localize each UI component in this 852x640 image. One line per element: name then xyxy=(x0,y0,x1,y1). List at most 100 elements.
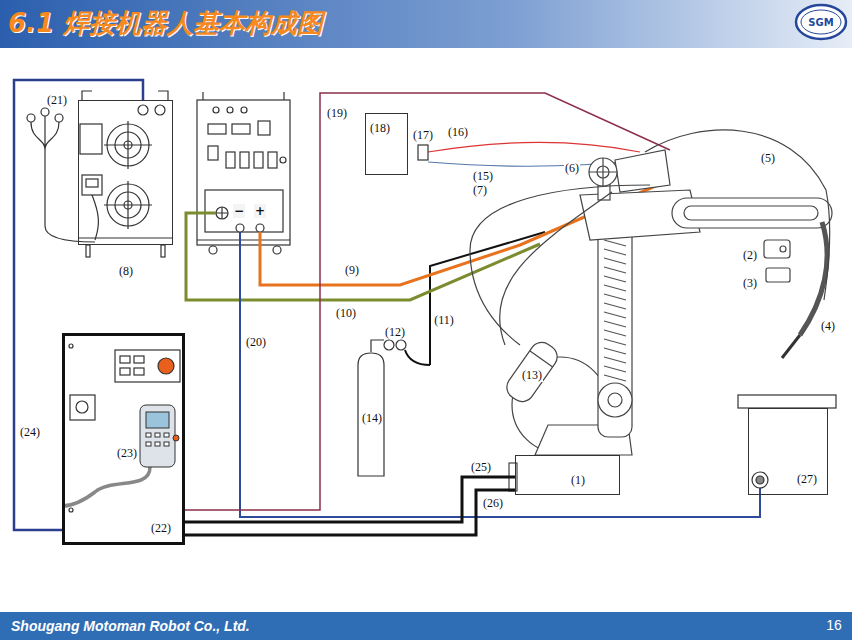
positioner-box: (27) xyxy=(748,408,828,495)
robot-arm-part xyxy=(645,130,830,300)
teach-pendant-part xyxy=(140,405,175,467)
callout-number: (2) xyxy=(742,248,758,262)
cable-coil xyxy=(604,330,626,336)
welding-power-source-part xyxy=(258,121,270,135)
cable-coil xyxy=(604,303,626,309)
welding-power-source-part xyxy=(213,107,219,113)
teach-pendant xyxy=(62,405,179,506)
positioner-inlet-part xyxy=(756,476,764,484)
robot-arm xyxy=(470,130,832,491)
control-cabinet-detail-part xyxy=(69,508,73,512)
callout-number: (18) xyxy=(369,121,391,135)
cable-coil xyxy=(604,276,626,282)
teach-pendant-part xyxy=(62,467,150,506)
welding-torch-cable-part xyxy=(27,114,35,122)
cable-coil xyxy=(604,321,626,327)
cylinder-body xyxy=(358,353,384,476)
control-cabinet-detail-part xyxy=(69,344,73,348)
robot-arm-part xyxy=(684,206,818,220)
control-cabinet-detail-part xyxy=(70,395,95,420)
slide-title: 6.1 焊接机器人基本构成图 xyxy=(8,6,323,40)
cable-coil xyxy=(604,249,626,255)
cable-coil xyxy=(604,312,626,318)
remote-box: (18) xyxy=(365,113,408,175)
welding-torch-cable-part xyxy=(55,114,63,122)
robot-arm-part xyxy=(782,335,800,358)
callout-number: (23) xyxy=(116,446,138,460)
wire-feeder-cabinet-part xyxy=(104,181,152,229)
control-cabinet-detail-part xyxy=(134,356,144,363)
welding-torch-cable-part xyxy=(31,116,95,242)
callout-number: (6) xyxy=(564,161,580,175)
callout-number: (26) xyxy=(482,496,504,510)
control-cabinet-detail-part xyxy=(134,368,144,375)
robot-arm-part xyxy=(598,383,632,417)
welding-power-source-part xyxy=(216,207,228,219)
wires-part xyxy=(185,93,670,510)
welding-power-source-part xyxy=(209,246,217,254)
page-number: 16 xyxy=(825,617,843,633)
robot-arm-part xyxy=(589,158,617,186)
callout-number: (22) xyxy=(150,521,172,535)
welding-power-source-part xyxy=(226,152,235,168)
positioner xyxy=(738,395,836,408)
wire-feeder-cabinet-part xyxy=(138,105,148,115)
company-logo: SGM xyxy=(807,17,834,28)
callout-number: (19) xyxy=(326,106,348,120)
robot-arm-part xyxy=(500,192,612,345)
gas-valve xyxy=(418,145,428,160)
positioner-inlet xyxy=(752,472,768,488)
welding-power-source-part xyxy=(227,107,233,113)
cable-coil xyxy=(604,375,626,381)
teach-pendant-part xyxy=(146,433,151,437)
robot-base: (1) xyxy=(515,455,620,495)
cable-coil xyxy=(604,366,626,372)
cable-coil xyxy=(604,285,626,291)
callout-number: (4) xyxy=(820,319,836,333)
cable-coil xyxy=(604,294,626,300)
callout-number: (5) xyxy=(760,151,776,165)
wires-part xyxy=(240,232,760,517)
robot-arm-part xyxy=(780,246,786,252)
teach-pendant-part xyxy=(173,435,179,441)
robot-arm-part xyxy=(530,351,553,367)
welding-power-source-part xyxy=(197,100,290,245)
welding-power-source-part xyxy=(208,124,226,134)
welding-power-source-part xyxy=(197,239,290,240)
robot-arm-part xyxy=(608,393,622,407)
wire-feeder-cabinet-part xyxy=(86,179,98,187)
callout-number: (16) xyxy=(447,125,469,139)
welding-power-source-part xyxy=(208,146,218,160)
gas-regulator-part xyxy=(384,340,394,350)
control-cabinet-detail-part xyxy=(120,356,130,363)
control-cabinet-detail-part xyxy=(76,401,88,413)
cable-coil xyxy=(604,258,626,264)
wires-part xyxy=(428,142,640,152)
welding-power-source-part xyxy=(236,224,244,232)
wire-feeder-cabinet-part xyxy=(82,91,168,100)
callout-number: (24) xyxy=(19,425,41,439)
callout-number: (8) xyxy=(118,264,134,278)
teach-pendant-part xyxy=(155,442,160,446)
terminal-sign: − xyxy=(233,204,245,218)
welding-power-source-part xyxy=(254,152,263,168)
teach-pendant-part xyxy=(146,442,151,446)
wire-feeder-cabinet-part xyxy=(161,245,165,257)
callout-number: (10) xyxy=(335,306,357,320)
callout-number: (9) xyxy=(344,263,360,277)
gas-valve-part xyxy=(418,145,428,160)
welding-torch-cable-part xyxy=(92,195,98,240)
footer-bar xyxy=(0,612,852,640)
welding-power-source-part xyxy=(205,190,283,232)
welding-power-source-part xyxy=(216,207,228,219)
footer-bar-part xyxy=(0,612,852,640)
callout-number: (25) xyxy=(470,460,492,474)
title-bar-part xyxy=(801,10,841,34)
wire-feeder-box: (8) xyxy=(78,100,173,245)
cable-coil xyxy=(604,357,626,363)
control-cabinet-detail-part xyxy=(120,368,130,375)
welding-power-source-part xyxy=(240,152,249,168)
callout-number: (15) xyxy=(472,169,494,183)
robot-arm-part xyxy=(470,185,650,345)
welding-power-source-part xyxy=(268,152,277,168)
